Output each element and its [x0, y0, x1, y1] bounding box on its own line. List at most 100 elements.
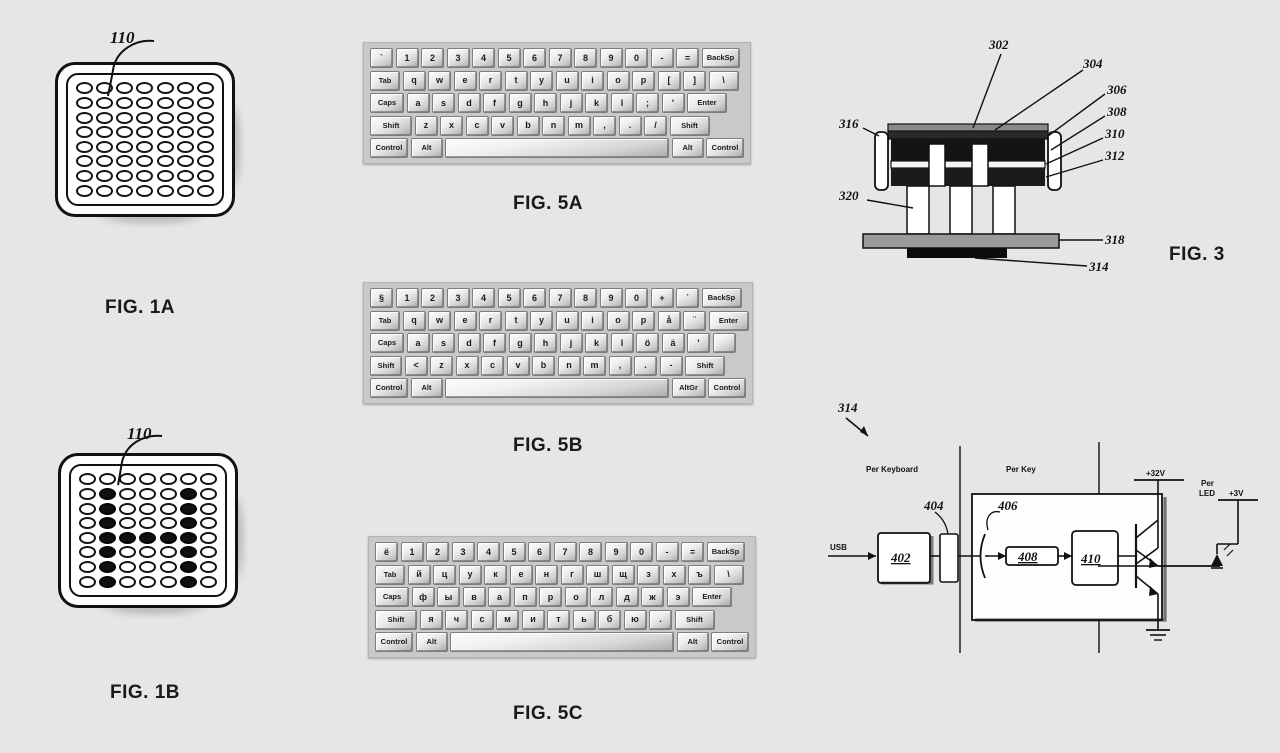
- fig-5b-key-key-1-12[interactable]: ¨: [683, 310, 706, 331]
- fig-5c-key-key-1-1[interactable]: й: [407, 564, 431, 585]
- fig-5b-key-e-1-3[interactable]: e: [453, 310, 477, 331]
- fig-5a-key-6-0-6[interactable]: 6: [523, 48, 546, 68]
- fig-5b-key-caps-2-0[interactable]: Caps: [370, 333, 404, 353]
- fig-5a-key-0-0-10[interactable]: 0: [625, 48, 648, 68]
- fig-5a-key-1-0-1[interactable]: 1: [395, 48, 419, 68]
- fig-5a-key-e-1-3[interactable]: e: [453, 70, 477, 91]
- fig-5c-key-key-1-9[interactable]: щ: [611, 564, 635, 585]
- fig-5b-key-t-1-5[interactable]: t: [504, 310, 528, 331]
- fig-5c-key-9-0-9[interactable]: 9: [604, 542, 628, 562]
- fig-5c-key-key-1-5[interactable]: е: [509, 564, 533, 585]
- fig-5b-key-2-0-2[interactable]: 2: [421, 288, 444, 308]
- fig-5a-key-5-0-5[interactable]: 5: [497, 48, 521, 68]
- fig-5c-key-key-3-6[interactable]: т: [547, 609, 570, 630]
- fig-5c-key-key-1-10[interactable]: з: [637, 564, 660, 585]
- fig-5c-key-key-0-0[interactable]: ё: [375, 542, 398, 562]
- fig-5b-key-o-1-9[interactable]: o: [606, 310, 630, 331]
- fig-5a-key-8-0-8[interactable]: 8: [574, 48, 597, 68]
- fig-5b-key-k-2-8[interactable]: k: [585, 333, 608, 353]
- fig-5a-key-key-0-11[interactable]: -: [650, 48, 674, 68]
- fig-5a-key-alt-4-1[interactable]: Alt: [410, 138, 443, 158]
- fig-5c-key-key-2-6[interactable]: р: [539, 587, 562, 607]
- fig-5c-key-alt-4-1[interactable]: Alt: [415, 632, 448, 652]
- fig-5a-key-f-2-4[interactable]: f: [483, 93, 506, 113]
- fig-5a-key-q-1-1[interactable]: q: [402, 70, 426, 91]
- fig-5b-key-space-4-2[interactable]: [445, 378, 669, 398]
- fig-5b-key-c-3-4[interactable]: c: [481, 355, 504, 376]
- fig-5b-key-key-3-10[interactable]: .: [634, 355, 657, 376]
- fig-5a-key-key-3-10[interactable]: /: [644, 115, 667, 136]
- fig-5b-key-7-0-7[interactable]: 7: [548, 288, 572, 308]
- fig-5a-key-u-1-7[interactable]: u: [555, 70, 579, 91]
- fig-5a-key-caps-2-0[interactable]: Caps: [370, 93, 404, 113]
- fig-5b-key-d-2-3[interactable]: d: [457, 333, 481, 353]
- fig-5a-key-z-3-1[interactable]: z: [414, 115, 438, 136]
- fig-5a-key-i-1-8[interactable]: i: [581, 70, 604, 91]
- fig-5c-key-backsp-0-13[interactable]: BackSp: [706, 542, 745, 562]
- fig-5a-key-9-0-9[interactable]: 9: [599, 48, 623, 68]
- fig-5a-key-m-3-7[interactable]: m: [567, 115, 591, 136]
- fig-5a-key-g-2-5[interactable]: g: [508, 93, 532, 113]
- fig-5b-key-key-0-12[interactable]: ´: [676, 288, 699, 308]
- fig-5c-key-2-0-2[interactable]: 2: [426, 542, 449, 562]
- fig-5c-key-shift-3-11[interactable]: Shift: [674, 609, 715, 630]
- fig-5b-key-l-2-9[interactable]: l: [610, 333, 634, 353]
- fig-5b-key-8-0-8[interactable]: 8: [574, 288, 597, 308]
- fig-5a-key-key-3-9[interactable]: .: [618, 115, 642, 136]
- fig-5a-key-l-2-9[interactable]: l: [610, 93, 634, 113]
- fig-5a-key-shift-3-0[interactable]: Shift: [370, 115, 412, 136]
- fig-5a-key-control-4-0[interactable]: Control: [370, 138, 408, 158]
- fig-5c-key-key-3-1[interactable]: я: [419, 609, 443, 630]
- fig-5c-key-key-3-7[interactable]: ь: [572, 609, 596, 630]
- fig-5a-key-c-3-3[interactable]: c: [465, 115, 489, 136]
- fig-5c-key-caps-2-0[interactable]: Caps: [375, 587, 409, 607]
- fig-5c-key-6-0-6[interactable]: 6: [528, 542, 551, 562]
- fig-5b-key-6-0-6[interactable]: 6: [523, 288, 546, 308]
- fig-5b-key-3-0-3[interactable]: 3: [446, 288, 470, 308]
- fig-5b-key-x-3-3[interactable]: x: [455, 355, 479, 376]
- fig-5b-key-h-2-6[interactable]: h: [534, 333, 557, 353]
- fig-5c-key-key-1-4[interactable]: к: [484, 564, 507, 585]
- fig-5c-key-key-1-7[interactable]: г: [560, 564, 584, 585]
- fig-5a-key-k-2-8[interactable]: k: [585, 93, 608, 113]
- fig-5a-key-space-4-2[interactable]: [445, 138, 669, 158]
- fig-5a-key-s-2-2[interactable]: s: [432, 93, 455, 113]
- fig-5c-key-key-1-8[interactable]: ш: [586, 564, 609, 585]
- fig-5b-key-u-1-7[interactable]: u: [555, 310, 579, 331]
- fig-5b-key-shift-3-12[interactable]: Shift: [685, 355, 725, 376]
- fig-5c-key-key-3-10[interactable]: .: [649, 609, 672, 630]
- fig-5a-key-w-1-2[interactable]: w: [428, 70, 451, 91]
- fig-5b-key-space-2-13[interactable]: [712, 333, 736, 353]
- fig-5b-key-r-1-4[interactable]: r: [479, 310, 502, 331]
- fig-5b-key-w-1-2[interactable]: w: [428, 310, 451, 331]
- fig-5b-key-key-2-12[interactable]: ': [687, 333, 710, 353]
- fig-5c-key-key-1-12[interactable]: ъ: [688, 564, 711, 585]
- fig-5a-key-key-2-11[interactable]: ': [661, 93, 685, 113]
- fig-5a-key-p-1-10[interactable]: p: [632, 70, 655, 91]
- fig-5a-key-key-2-10[interactable]: ;: [636, 93, 659, 113]
- fig-5a-key-j-2-7[interactable]: j: [559, 93, 583, 113]
- fig-5b-key-q-1-1[interactable]: q: [402, 310, 426, 331]
- fig-5a-key-key-1-11[interactable]: [: [657, 70, 681, 91]
- fig-5b-key-g-2-5[interactable]: g: [508, 333, 532, 353]
- fig-5a-key-t-1-5[interactable]: t: [504, 70, 528, 91]
- fig-5b-key-backsp-0-13[interactable]: BackSp: [701, 288, 742, 308]
- fig-5b-key-b-3-6[interactable]: b: [532, 355, 555, 376]
- fig-5c-key-key-2-7[interactable]: о: [564, 587, 588, 607]
- fig-5c-key-key-2-1[interactable]: ф: [411, 587, 435, 607]
- fig-5b-key-enter-1-13[interactable]: Enter: [708, 310, 749, 331]
- fig-5b-key-alt-4-1[interactable]: Alt: [410, 378, 443, 398]
- fig-5a-key-2-0-2[interactable]: 2: [421, 48, 444, 68]
- fig-5a-key-d-2-3[interactable]: d: [457, 93, 481, 113]
- fig-5c-key-key-3-5[interactable]: и: [521, 609, 545, 630]
- fig-5b-key-key-1-11[interactable]: å: [657, 310, 681, 331]
- fig-5c-key-key-2-8[interactable]: л: [590, 587, 613, 607]
- fig-5b-key-tab-1-0[interactable]: Tab: [370, 310, 400, 331]
- fig-5a-key-7-0-7[interactable]: 7: [548, 48, 572, 68]
- fig-5b-key-1-0-1[interactable]: 1: [395, 288, 419, 308]
- fig-5a-key-key-3-8[interactable]: ,: [593, 115, 616, 136]
- fig-5b-key-m-3-8[interactable]: m: [583, 355, 606, 376]
- fig-5c-key-1-0-1[interactable]: 1: [400, 542, 424, 562]
- fig-5c-key-key-2-5[interactable]: п: [513, 587, 537, 607]
- fig-5c-key-key-3-4[interactable]: м: [496, 609, 519, 630]
